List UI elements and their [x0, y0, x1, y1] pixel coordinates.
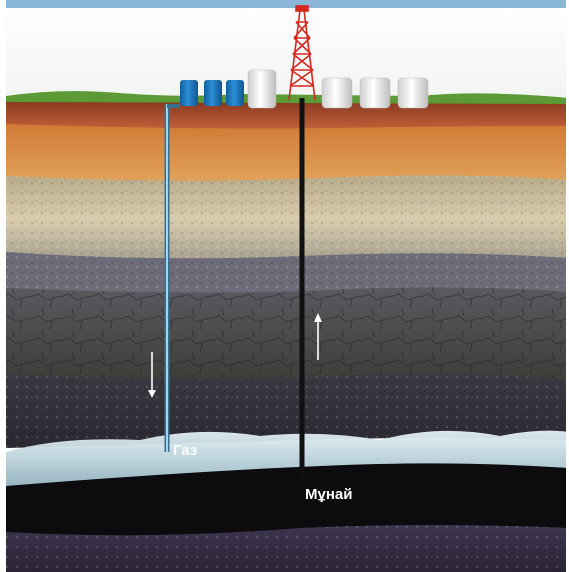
gravel-texture [6, 252, 569, 295]
shale-cracks [6, 287, 569, 385]
right-margin [566, 0, 569, 572]
storage-tank-icon [226, 80, 244, 106]
storage-tank-icon [359, 77, 391, 109]
oil-label: Мұнай [305, 486, 352, 503]
blue-storage-tanks [180, 80, 244, 106]
oil-derrick-icon [288, 5, 316, 101]
gas-label: Газ [173, 442, 197, 459]
left-margin [0, 0, 6, 572]
arrow-up-icon [314, 313, 322, 360]
bedrock-texture [6, 525, 569, 572]
rock-texture [6, 373, 569, 448]
storage-tank-icon [180, 80, 198, 106]
layer-oil [6, 463, 569, 537]
storage-tank-icon [204, 80, 222, 106]
sky [0, 0, 569, 100]
layer-orange-clay [6, 124, 569, 182]
storage-tank-icon [247, 69, 277, 109]
arrow-down-icon [148, 352, 156, 398]
storage-tank-icon [397, 77, 429, 109]
layer-gas [6, 430, 569, 488]
top-blue-band [0, 0, 569, 8]
layer-red-soil [6, 102, 569, 132]
oil-pipe-tip [299, 476, 305, 484]
storage-tank-icon [321, 77, 353, 109]
sand-texture [6, 175, 569, 265]
white-storage-tanks [247, 69, 429, 109]
